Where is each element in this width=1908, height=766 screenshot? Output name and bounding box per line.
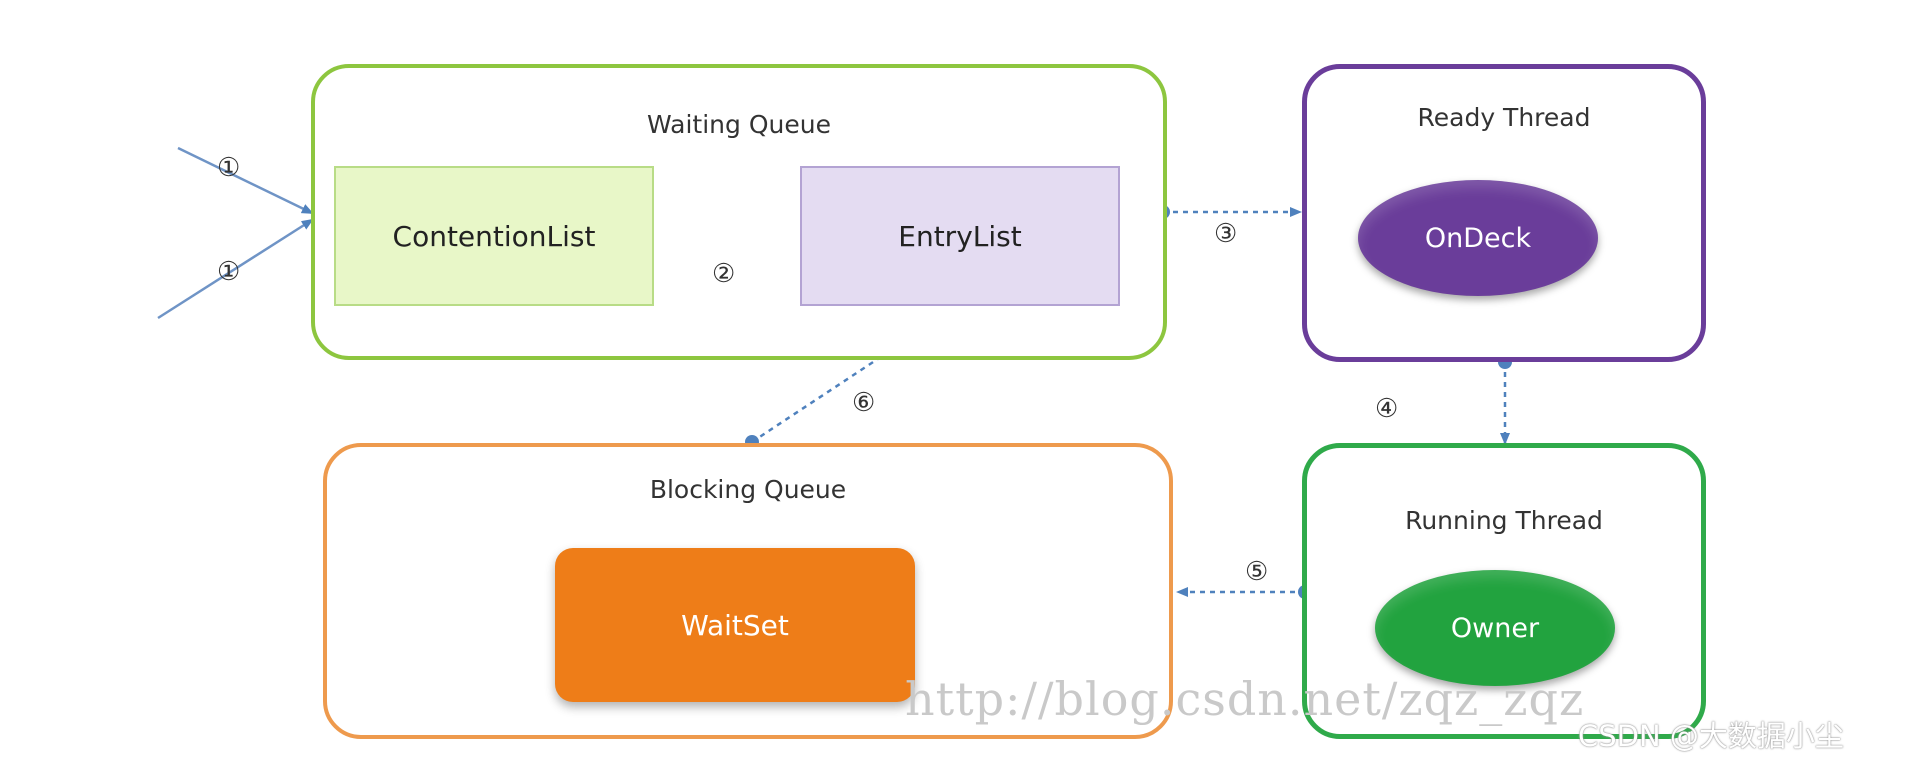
step-label-4: ④ <box>1375 394 1399 424</box>
step-label-1b: ① <box>217 257 241 287</box>
waiting-queue-title: Waiting Queue <box>647 110 831 139</box>
step-label-2: ② <box>712 259 736 289</box>
blocking-queue-title: Blocking Queue <box>649 475 847 504</box>
entry-list-node: EntryList <box>800 166 1120 306</box>
step-label-6: ⑥ <box>852 388 876 418</box>
wait-set-node: WaitSet <box>555 548 915 702</box>
step-label-3: ③ <box>1214 219 1238 249</box>
step-label-5: ⑤ <box>1245 557 1269 587</box>
edge-incoming-1a <box>177 146 314 215</box>
edge-incoming-1b <box>157 218 314 320</box>
running-thread-title: Running Thread <box>1405 506 1603 535</box>
owner-node: Owner <box>1375 570 1615 686</box>
csdn-credit-watermark: CSDN @大数据小尘 <box>1578 719 1844 753</box>
blog-url-watermark: http://blog.csdn.net/zqz_zqz <box>905 672 1585 726</box>
ready-thread-title: Ready Thread <box>1417 103 1591 132</box>
step-label-1a: ① <box>217 153 241 183</box>
contention-list-node: ContentionList <box>334 166 654 306</box>
on-deck-node: OnDeck <box>1358 180 1598 296</box>
